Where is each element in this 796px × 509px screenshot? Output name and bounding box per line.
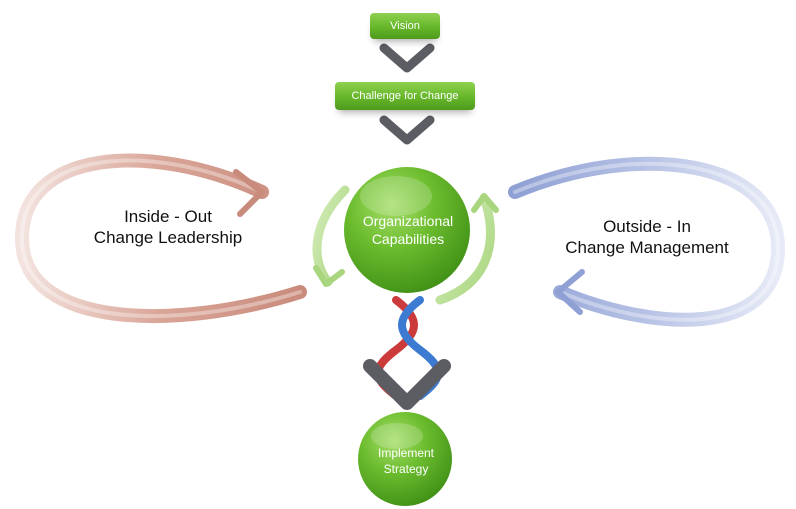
implement-label-line2: Strategy: [383, 461, 429, 476]
capabilities-circle: [344, 167, 470, 293]
vision-label: Vision: [390, 20, 420, 32]
outside-in-label: Outside - In Change Management: [532, 216, 762, 259]
cycle-ring-arrows: [312, 185, 499, 305]
vision-box: Vision: [370, 13, 440, 39]
challenge-label: Challenge for Change: [351, 90, 459, 102]
inside-out-line2: Change Leadership: [93, 228, 243, 248]
implement-label-line1: Implement: [377, 446, 435, 460]
inside-out-label: Inside - Out Change Leadership: [53, 206, 283, 249]
left-loop-arrowhead-icon: [233, 169, 265, 217]
chevron-down-icon: [379, 43, 435, 73]
outside-in-line1: Outside - In: [603, 217, 691, 236]
inside-out-line1: Inside - Out: [124, 207, 212, 226]
left-loop-arrow: [14, 153, 307, 324]
implement-label: Implement Strategy: [356, 446, 456, 477]
chevron-down-icon: [363, 359, 451, 410]
capabilities-label-line2: Capabilities: [371, 231, 445, 248]
right-loop-arrow: [508, 156, 786, 327]
right-loop-arrowhead-icon: [555, 269, 585, 315]
challenge-box: Challenge for Change: [335, 82, 475, 110]
chevron-down-icon: [379, 115, 435, 145]
outside-in-line2: Change Management: [565, 238, 729, 258]
capabilities-label-line1: Organizational: [362, 213, 454, 229]
implement-circle: [358, 412, 452, 506]
capabilities-label: Organizational Capabilities: [338, 212, 478, 248]
